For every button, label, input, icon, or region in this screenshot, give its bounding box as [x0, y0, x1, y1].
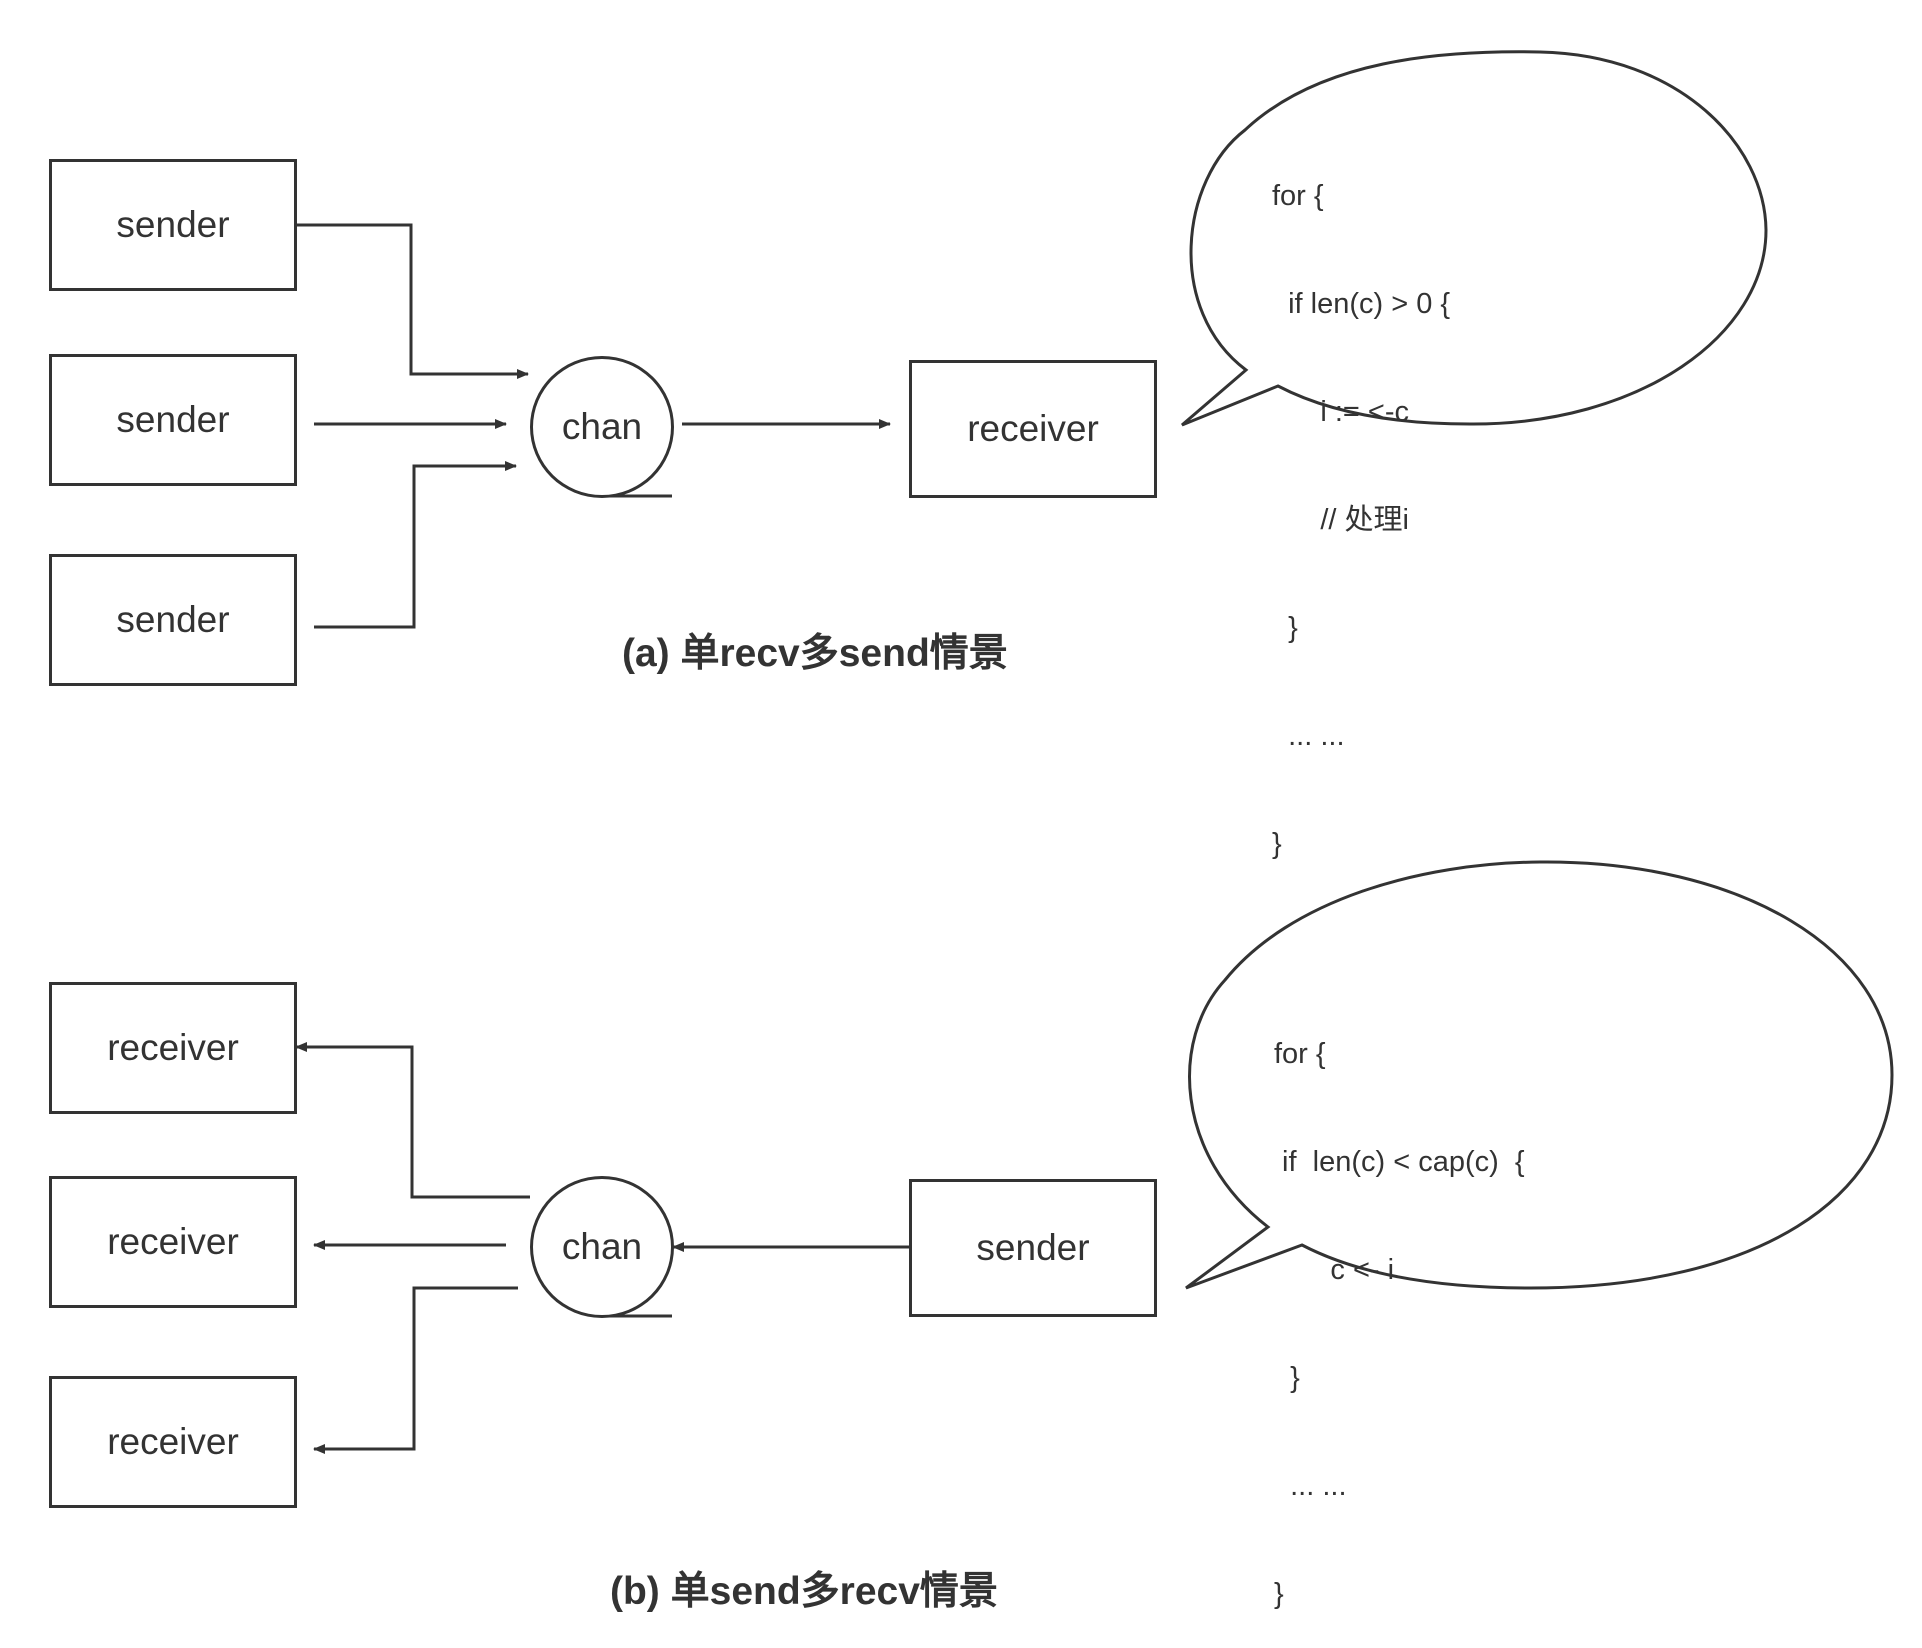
code-line: }	[1274, 1578, 1284, 1610]
receiver-box-a: receiver	[909, 360, 1157, 498]
sender-label-b: sender	[976, 1227, 1090, 1268]
receiver-label-b1: receiver	[107, 1027, 239, 1068]
arrow-b-chan-to-receiver3	[313, 1286, 518, 1454]
code-line: // 处理i	[1272, 504, 1409, 536]
sender-box-b: sender	[909, 1179, 1157, 1317]
sender-label-a2: sender	[116, 399, 230, 440]
channel-label-a: chan	[561, 406, 643, 447]
code-line: if len(c) < cap(c) {	[1274, 1146, 1525, 1178]
code-line: for {	[1272, 180, 1324, 212]
channel-label-b: chan	[561, 1226, 643, 1267]
code-line: i := <-c	[1272, 396, 1409, 428]
sender-label-a1: sender	[116, 204, 230, 245]
code-line: ... ...	[1272, 720, 1345, 752]
sender-box-a3: sender	[49, 554, 297, 686]
receiver-box-b2: receiver	[49, 1176, 297, 1308]
code-line: for {	[1274, 1038, 1326, 1070]
arrow-a-sender1-to-chan	[296, 223, 529, 379]
code-line: if len(c) > 0 {	[1272, 288, 1451, 320]
code-line: }	[1272, 828, 1282, 860]
receiver-box-b3: receiver	[49, 1376, 297, 1508]
speech-bubble-b	[1185, 860, 1894, 1290]
receiver-label-b2: receiver	[107, 1221, 239, 1262]
receiver-box-b1: receiver	[49, 982, 297, 1114]
arrow-b-chan-to-receiver1	[295, 1042, 530, 1199]
sender-box-a2: sender	[49, 354, 297, 486]
code-block-a: for { if len(c) > 0 { i := <-c // 处理i } …	[1272, 106, 1450, 898]
sender-box-a1: sender	[49, 159, 297, 291]
sender-label-a3: sender	[116, 599, 230, 640]
receiver-label-a: receiver	[967, 408, 1099, 449]
code-line: ... ...	[1274, 1470, 1347, 1502]
speech-bubble-a	[1181, 50, 1768, 427]
arrow-a-sender3-to-chan	[314, 461, 517, 629]
caption-a: (a) 单recv多send情景	[622, 632, 1008, 675]
channel-node-b: chan	[530, 1176, 674, 1318]
code-block-b: for { if len(c) < cap(c) { c <- i } ... …	[1274, 964, 1525, 1648]
receiver-label-b3: receiver	[107, 1421, 239, 1462]
code-line: }	[1272, 612, 1298, 644]
caption-b: (b) 单send多recv情景	[610, 1570, 998, 1613]
channel-node-a: chan	[530, 356, 674, 498]
code-line: c <- i	[1274, 1254, 1395, 1286]
code-line: }	[1274, 1362, 1300, 1394]
